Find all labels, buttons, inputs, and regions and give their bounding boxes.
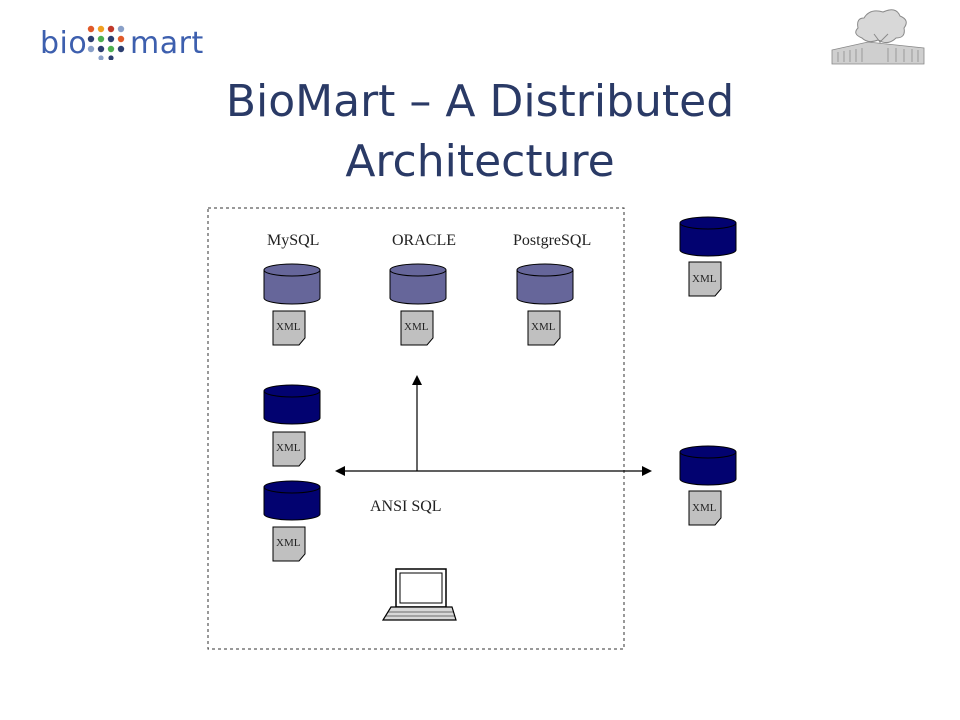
- title-line-2: Architecture: [345, 136, 615, 187]
- xml-label: XML: [404, 321, 429, 333]
- oracle-database-icon: [389, 263, 447, 305]
- xml-file-icon: [272, 526, 306, 562]
- xml-file-icon: [688, 261, 722, 297]
- xml-file-icon: [527, 310, 561, 346]
- ansi-sql-label: ANSI SQL: [370, 498, 442, 515]
- mysql-database-icon: [263, 263, 321, 305]
- institute-emblem-icon: [831, 9, 925, 65]
- remote-database-icon: [679, 445, 737, 486]
- laptop-icon: [381, 568, 457, 621]
- xml-label: XML: [692, 502, 717, 514]
- postgresql-database-icon: [516, 263, 574, 305]
- database-icon: [263, 480, 321, 521]
- xml-label: XML: [531, 321, 556, 333]
- logo-text-mart: mart: [130, 26, 204, 61]
- xml-label: XML: [276, 442, 301, 454]
- remote-database-icon: [679, 216, 737, 257]
- postgresql-label: PostgreSQL: [513, 232, 592, 249]
- xml-file-icon: [272, 431, 306, 467]
- logo-text-bio: bio: [40, 26, 88, 61]
- xml-label: XML: [276, 537, 301, 549]
- xml-label: XML: [692, 273, 717, 285]
- xml-file-icon: [400, 310, 434, 346]
- xml-label: XML: [276, 321, 301, 333]
- oracle-label: ORACLE: [392, 232, 456, 249]
- dot-grid-icon: [87, 25, 125, 60]
- xml-file-icon: [272, 310, 306, 346]
- xml-file-icon: [688, 490, 722, 526]
- title-line-1: BioMart – A Distributed: [225, 76, 735, 127]
- mysql-label: MySQL: [267, 232, 320, 249]
- database-icon: [263, 384, 321, 425]
- biomart-logo: bio mart: [40, 14, 210, 66]
- local-site-boundary: [207, 207, 625, 650]
- page-title: BioMart – A Distributed Architecture: [0, 72, 960, 192]
